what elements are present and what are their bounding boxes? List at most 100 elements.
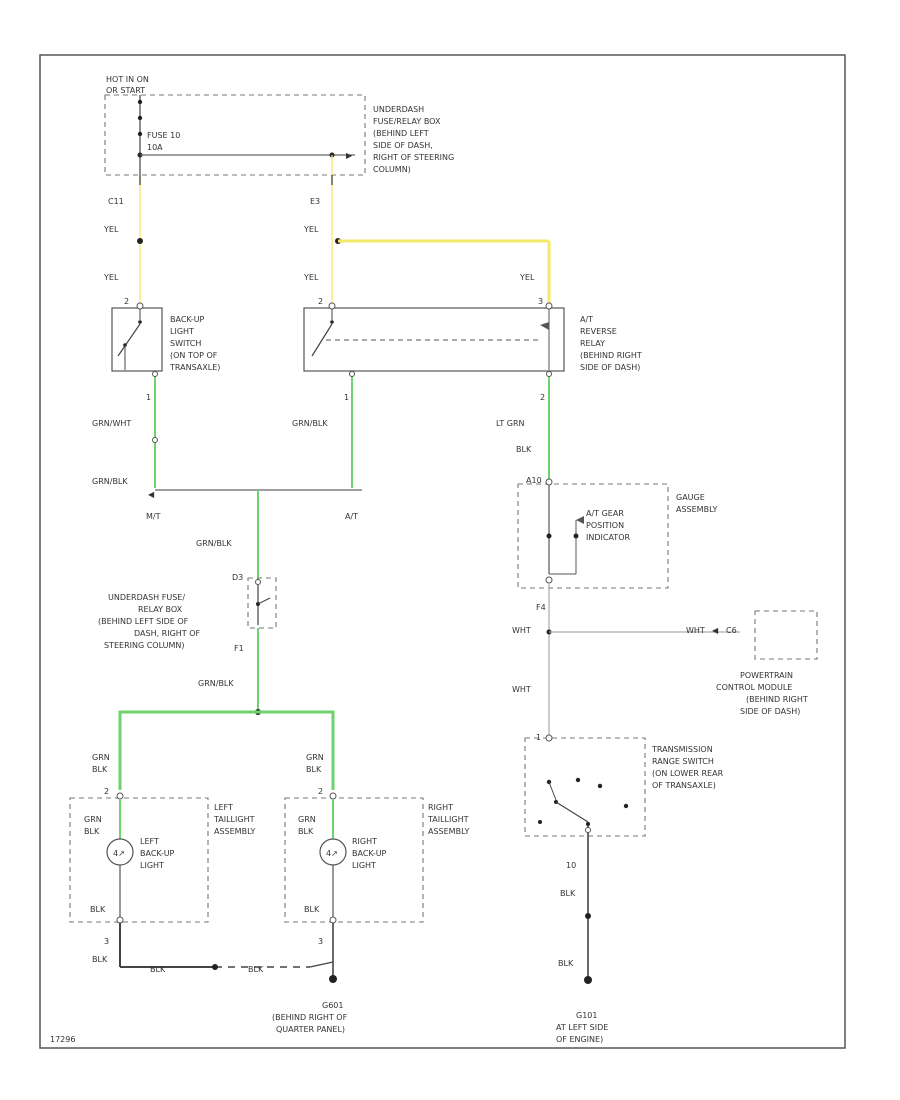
left-grn-in-label: GRN [84,815,102,824]
wire-label-grn-wht: GRN/WHT [92,419,131,428]
range-switch-label-1: TRANSMISSION [651,745,713,754]
g101-name: G101 [576,1011,597,1020]
middle-box-label-3: (BEHIND LEFT SIDE OF [98,617,189,626]
range-switch-label-2: RANGE SWITCH [652,757,714,766]
wire-label-grn-blk-3: GRN/BLK [196,539,232,548]
fuse-output-wires: C11 E3 YEL YEL YEL YEL YEL [103,155,551,305]
svg-text:4↗: 4↗ [326,849,338,858]
indicator-label-2: POSITION [586,521,624,530]
svg-text:1: 1 [344,393,349,402]
backup-switch-label-3: SWITCH [170,339,201,348]
svg-text:3: 3 [538,297,543,306]
wire-label-yel-b: YEL [303,225,319,234]
hot-in-on-label: HOT IN ON [106,75,149,84]
middle-box-label-2: RELAY BOX [138,605,183,614]
svg-text:1: 1 [536,733,541,742]
middle-box-label-4: DASH, RIGHT OF [134,629,201,638]
svg-text:2: 2 [104,787,109,796]
wire-label-yel-c: YEL [103,273,119,282]
diagram-code: 17296 [50,1035,75,1044]
indicator-label-1: A/T GEAR [586,509,624,518]
fuse-box-location-1: UNDERDASH [373,105,424,114]
svg-text:3: 3 [318,937,323,946]
svg-text:◀: ◀ [712,626,719,635]
wire-label-yel-e: YEL [519,273,535,282]
indicator-label-3: INDICATOR [586,533,630,542]
right-bulb-label-1: RIGHT [352,837,377,846]
svg-text:2: 2 [540,393,545,402]
left-bulb-label-3: LIGHT [140,861,164,870]
left-blk-in-label: BLK [84,827,100,836]
left-blk-label: BLK [92,765,108,774]
fuse-box-location-3: (BEHIND LEFT [373,129,429,138]
svg-text:F1: F1 [234,644,244,653]
relay-label-3: RELAY [580,339,605,348]
wire-label-lt-grn: LT GRN [496,419,525,428]
right-bulb-label-3: LIGHT [352,861,376,870]
range-switch-label-3: (ON LOWER REAR [652,769,724,778]
right-blk-label: BLK [306,765,322,774]
pin-e3-label: E3 [310,197,320,206]
ground-g101: G101 AT LEFT SIDE OF ENGINE) [556,1011,608,1044]
svg-text:A10: A10 [526,476,542,485]
pcm-label-2: CONTROL MODULE [716,683,792,692]
wire-label-grn-blk-2: GRN/BLK [292,419,328,428]
right-grn-in-label: GRN [298,815,316,824]
switch-output-wires: 1 GRN/WHT GRN/BLK 1 GRN/BLK ◀ M/T A/T GR… [92,371,362,580]
underdash-fuse-relay-box-middle: D3 UNDERDASH FUSE/ RELAY BOX (BEHIND LEF… [98,573,277,712]
right-taillight-label-2: TAILLIGHT [427,815,469,824]
g601-label-2: QUARTER PANEL) [276,1025,345,1034]
svg-text:2: 2 [124,297,129,306]
left-bulb-label-1: LEFT [140,837,159,846]
left-taillight-assembly: 2 GRN BLK 4↗ LEFT BACK-UP LIGHT LEFT TAI… [69,787,255,924]
svg-text:◀: ◀ [148,490,155,499]
backup-switch-label-5: TRANSAXLE) [169,363,220,372]
right-bulb-label-2: BACK-UP [352,849,387,858]
relay-label-4: (BEHIND RIGHT [580,351,642,360]
pcm-label-3: (BEHIND RIGHT [746,695,808,704]
blk-ground-left-label: BLK [92,955,108,964]
gauge-assembly: A10 A/T GEAR POSITION INDICATOR GAUGE AS… [517,476,717,612]
svg-text:1: 1 [146,393,151,402]
gauge-label-2: ASSEMBLY [676,505,717,514]
backup-switch-label-1: BACK-UP [170,315,205,324]
right-blk-in-label: BLK [298,827,314,836]
fuse-box-location-5: RIGHT OF STEERING [373,153,454,162]
svg-text:D3: D3 [232,573,243,582]
right-taillight-label-1: RIGHT [428,803,453,812]
blk-trans-2-label: BLK [558,959,574,968]
at-reverse-relay: 2 3 A/T REVERSE RELAY (BEHIND RIGHT SIDE… [303,297,642,372]
wire-label-wht-1: WHT [512,626,531,635]
g101-label-2: OF ENGINE) [556,1035,603,1044]
range-switch-label-4: OF TRANSAXLE) [652,781,716,790]
label-mt: M/T [146,512,161,521]
left-bulb-label-2: BACK-UP [140,849,175,858]
middle-box-label-5: STEERING COLUMN) [104,641,185,650]
pin-c11-label: C11 [108,197,124,206]
svg-text:10: 10 [566,861,576,870]
left-taillight-label-3: ASSEMBLY [214,827,255,836]
fuse-amp-label: 10A [147,143,163,152]
fuse-box-location-4: SIDE OF DASH, [373,141,433,150]
wire-label-wht-3: WHT [512,685,531,694]
label-at: A/T [345,512,358,521]
wire-label-yel-a: YEL [103,225,119,234]
blk-ground-mid1-label: BLK [150,965,166,974]
pcm-pin-label: C6 [726,626,737,635]
relay-label-2: REVERSE [580,327,617,336]
right-blk-inner-label: BLK [304,905,320,914]
wire-label-grn-blk-1: GRN/BLK [92,477,128,486]
g601-label-1: (BEHIND RIGHT OF [272,1013,348,1022]
wire-label-wht-2: WHT [686,626,705,635]
left-grn-label: GRN [92,753,110,762]
svg-text:2: 2 [318,297,323,306]
relay-to-gauge-wire: 2 LT GRN BLK [496,371,552,480]
right-taillight-assembly: 2 GRN BLK 4↗ RIGHT BACK-UP LIGHT RIGHT T… [284,787,469,924]
underdash-fuse-box-top: HOT IN ON OR START FUSE 10 10A ▶ UNDERDA… [104,75,454,176]
wire-label-blk-1: BLK [516,445,532,454]
or-start-label: OR START [106,86,145,95]
fuse-box-location-2: FUSE/RELAY BOX [373,117,441,126]
pcm-label-1: POWERTRAIN [740,671,793,680]
diagram-border [39,54,846,1049]
